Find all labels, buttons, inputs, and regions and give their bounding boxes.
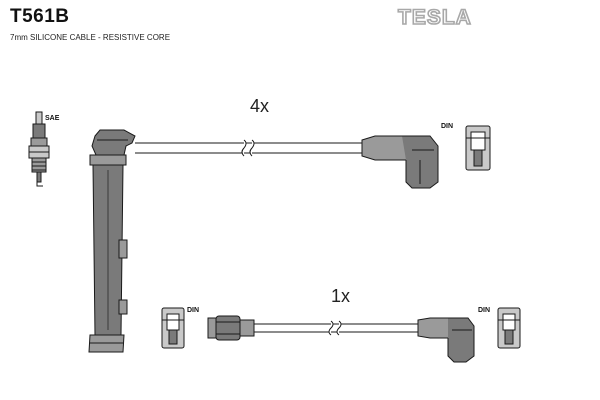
din-label-bottom-left: DIN: [187, 307, 200, 314]
din-label-bottom-right: DIN: [478, 307, 491, 314]
spark-plug-icon: [28, 111, 50, 187]
din-terminal-icon: [465, 125, 491, 171]
din-angled-connector-top: [361, 135, 439, 189]
spark-plug-boot: [88, 129, 136, 353]
din-terminal-icon: [161, 307, 185, 349]
short-cable: [254, 320, 418, 336]
brand-logo: TESLA: [397, 5, 472, 30]
din-angled-connector-right: [417, 317, 475, 363]
part-number: T561B: [10, 6, 70, 27]
long-cable: [135, 139, 362, 157]
din-straight-connector-left: [207, 315, 255, 341]
long-cable-quantity: 4x: [250, 96, 270, 116]
cable-spec-subtitle: 7mm SILICONE CABLE - RESISTIVE CORE: [10, 33, 171, 42]
short-cable-quantity: 1x: [331, 286, 351, 306]
din-label-top: DIN: [441, 123, 454, 130]
sae-label: SAE: [45, 115, 60, 122]
din-terminal-icon: [497, 307, 521, 349]
